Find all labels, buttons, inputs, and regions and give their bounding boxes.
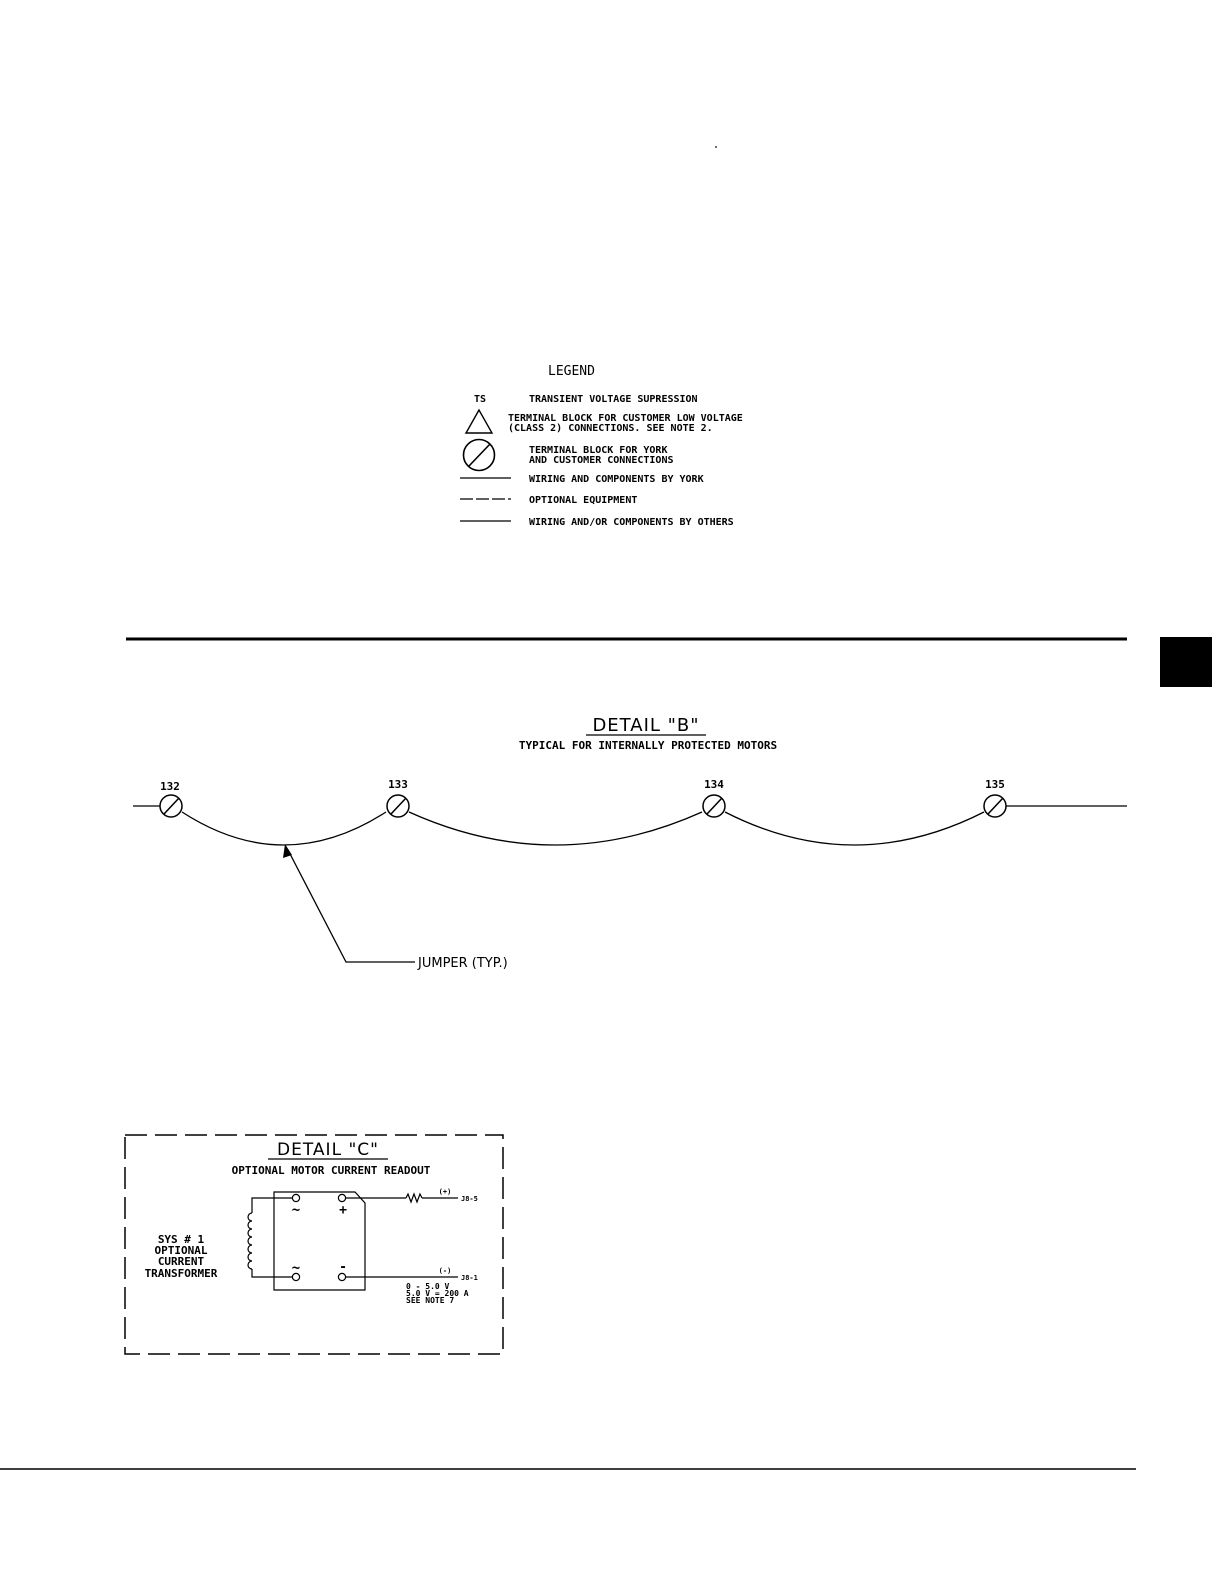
dc-plus-terminal [337, 1193, 347, 1203]
ac-symbol-top: ~ [292, 1202, 300, 1218]
terminal-circle-icon [462, 438, 496, 472]
ct-coil-icon [247, 1212, 253, 1270]
readout-note-2: 5.0 V = 200 A [406, 1289, 469, 1298]
plus-pin-label: J8-5 [461, 1195, 478, 1203]
jumper-133-134 [408, 811, 703, 846]
jumper-label: JUMPER (TYP.) [417, 956, 508, 971]
detail-c-dashed-border [124, 1134, 504, 1355]
detail-b-title: DETAIL "B" [592, 715, 699, 736]
jumper-134-135 [724, 811, 985, 846]
minus-polarity-label: (-) [439, 1267, 452, 1275]
legend-title: LEGEND [548, 364, 595, 379]
ct-wire-top [251, 1197, 292, 1213]
legend-others-text: WIRING AND/OR COMPONENTS BY OTHERS [529, 517, 734, 528]
rectifier-box [273, 1191, 366, 1291]
terminal-label-134: 134 [704, 778, 724, 791]
ac-symbol-bottom: ~ [292, 1260, 300, 1276]
ct-label-line-1: SYS # 1 [158, 1233, 205, 1246]
legend-ts-symbol: TS [474, 394, 486, 405]
ac-terminal-top [291, 1193, 301, 1203]
ct-label-line-2: OPTIONAL [155, 1244, 208, 1257]
ct-label-line-4: TRANSFORMER [145, 1267, 218, 1280]
minus-symbol: - [339, 1260, 347, 1275]
readout-note-3: SEE NOTE 7 [406, 1296, 454, 1305]
terminal-135 [983, 794, 1007, 818]
terminal-label-133: 133 [388, 778, 408, 791]
legend-terminal-text-2: AND CUSTOMER CONNECTIONS [529, 455, 674, 466]
terminal-134 [702, 794, 726, 818]
section-tab-marker [1160, 637, 1212, 687]
jumper-arrowhead [283, 844, 292, 858]
jumper-132-133 [181, 811, 387, 846]
ct-wire-bottom [251, 1269, 292, 1278]
jumper-leader-line [287, 849, 415, 963]
legend-york-text: WIRING AND COMPONENTS BY YORK [529, 474, 704, 485]
ct-label-line-3: CURRENT [158, 1255, 205, 1268]
plus-polarity-label: (+) [439, 1188, 452, 1196]
legend: LEGEND TS TRANSIENT VOLTAGE SUPRESSION T… [460, 364, 743, 528]
detail-b: DETAIL "B" TYPICAL FOR INTERNALLY PROTEC… [133, 715, 1127, 971]
legend-terminal-text-1: TERMINAL BLOCK FOR YORK [529, 445, 667, 456]
plus-symbol: + [339, 1203, 347, 1218]
legend-triangle-text-1: TERMINAL BLOCK FOR CUSTOMER LOW VOLTAGE [508, 413, 743, 424]
ac-terminal-bottom [291, 1272, 301, 1282]
detail-c: DETAIL "C" OPTIONAL MOTOR CURRENT READOU… [124, 1134, 504, 1355]
readout-note-1: 0 - 5.0 V [406, 1282, 450, 1291]
terminal-132 [159, 794, 183, 818]
detail-c-title: DETAIL "C" [277, 1140, 379, 1160]
legend-optional-text: OPTIONAL EQUIPMENT [529, 495, 637, 506]
terminal-label-135: 135 [985, 778, 1005, 791]
detail-c-subtitle: OPTIONAL MOTOR CURRENT READOUT [232, 1164, 431, 1177]
stray-dot [715, 146, 717, 148]
legend-ts-text: TRANSIENT VOLTAGE SUPRESSION [529, 394, 698, 405]
terminal-label-132: 132 [160, 780, 180, 793]
resistor-icon [405, 1192, 423, 1204]
legend-triangle-text-2: (CLASS 2) CONNECTIONS. SEE NOTE 2. [508, 423, 713, 434]
detail-b-subtitle: TYPICAL FOR INTERNALLY PROTECTED MOTORS [519, 739, 777, 752]
dc-minus-terminal [337, 1272, 347, 1282]
minus-pin-label: J8-1 [461, 1274, 478, 1282]
terminal-133 [386, 794, 410, 818]
triangle-icon [464, 408, 494, 434]
